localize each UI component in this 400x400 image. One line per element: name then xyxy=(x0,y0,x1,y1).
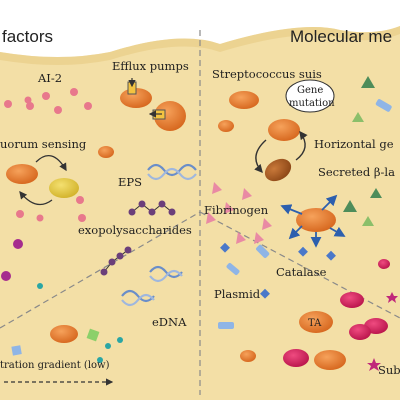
catalase-squares xyxy=(220,242,336,299)
label-eps: EPS xyxy=(118,175,142,189)
label-ai2: AI-2 xyxy=(37,71,62,85)
efflux-pump-cell xyxy=(120,78,186,131)
label-gene-line1: Gene xyxy=(297,85,323,96)
ai2-dots xyxy=(4,88,92,222)
quorum-sensing-cells xyxy=(6,146,114,206)
label-horizontal-gene: Horizontal ge xyxy=(314,137,394,151)
star-markers xyxy=(367,292,398,371)
ta-cell: TA xyxy=(299,311,333,333)
label-secreted-beta-lactamase: Secreted β-la xyxy=(318,165,395,179)
edna-strand-upper xyxy=(149,265,183,283)
magenta-cells-right xyxy=(240,259,390,370)
header-right: Molecular me xyxy=(290,27,392,46)
fibrinogen-cell xyxy=(280,194,346,248)
triangles xyxy=(206,76,382,244)
plasmid-bars xyxy=(218,99,392,329)
label-efflux-pumps: Efflux pumps xyxy=(112,59,189,73)
gene-mutation-bubble: Gene mutation xyxy=(285,79,335,113)
label-gene-line2: mutation xyxy=(289,98,335,109)
strep-cell xyxy=(229,91,259,109)
right-diagonal-divider xyxy=(199,211,400,319)
label-ta: TA xyxy=(308,318,322,329)
label-plasmid: Plasmid xyxy=(214,287,261,301)
label-streptococcus-suis: Streptococcus suis xyxy=(212,67,322,81)
label-exopolysaccharides: exopolysaccharides xyxy=(78,223,192,237)
label-edna: eDNA xyxy=(152,315,187,329)
exopolysaccharide-chain-2 xyxy=(100,246,132,276)
edna-strand-lower xyxy=(121,289,155,307)
exopolysaccharide-chain xyxy=(128,200,176,216)
label-catalase: Catalase xyxy=(276,265,327,279)
label-concentration-gradient: tration gradient (low) xyxy=(0,360,110,371)
eps-strand xyxy=(147,163,197,181)
label-substance: Sub xyxy=(378,363,400,377)
label-quorum-sensing: uorum sensing xyxy=(0,137,87,151)
label-fibrinogen: Fibrinogen xyxy=(204,203,269,217)
left-diagonal-divider xyxy=(0,211,201,329)
gene-mutation-cells xyxy=(254,119,308,182)
header-left: factors xyxy=(2,27,53,46)
magenta-spheres-left xyxy=(1,239,43,289)
small-cell xyxy=(218,120,234,132)
bottom-left-cells xyxy=(11,325,123,363)
